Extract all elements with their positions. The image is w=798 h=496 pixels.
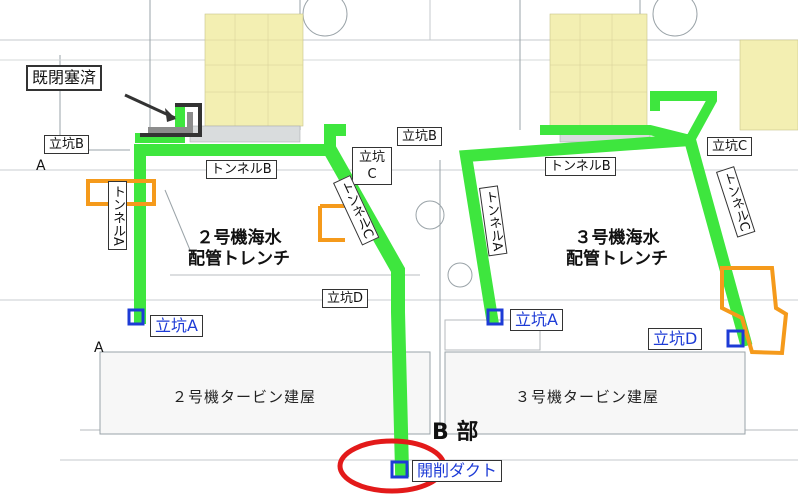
u3-shaft-d-label: 立坑D [648, 328, 703, 350]
u2-shaft-a-marker [127, 308, 145, 326]
duct-marker [390, 460, 409, 479]
u2-shaft-a-label: 立坑A [150, 315, 203, 337]
u3-trench-label: ３号機海水 配管トレンチ [566, 228, 668, 269]
u3-tunnel-b-label: トンネルB [545, 157, 616, 176]
u3-shaft-d-marker [726, 329, 745, 348]
section-b-label: B 部 [432, 420, 479, 445]
u3-shaft-a-marker [486, 308, 504, 326]
section-a-bottom: A [94, 340, 104, 356]
equipment-blocks [204, 13, 798, 131]
u2-trench-label: ２号機海水 配管トレンチ [188, 228, 290, 269]
turbine-buildings [99, 351, 746, 435]
section-a-top: A [36, 158, 46, 174]
u2-shaft-b-label: 立坑B [44, 135, 89, 154]
u2-shaft-b2-label: 立坑B [397, 127, 442, 146]
duct-label: 開削ダクト [412, 460, 503, 482]
shaft-markers [127, 308, 745, 479]
u2-shaft-d-label: 立坑D [322, 289, 369, 308]
u3-building-label: ３号機タービン建屋 [515, 388, 660, 406]
u3-shaft-a-label: 立坑A [510, 309, 563, 331]
closed-zone [124, 93, 202, 137]
closed-label: 既閉塞済 [26, 65, 103, 91]
u3-shaft-c-label: 立坑C [707, 137, 753, 156]
u2-building-label: ２号機タービン建屋 [172, 388, 317, 406]
u2-tunnel-b-label: トンネルB [206, 160, 277, 179]
equipment-grid [205, 14, 647, 126]
u2-shaft-c-label: 立坑 C [352, 147, 393, 185]
u2-tunnel-a-label: トンネルA [108, 181, 127, 250]
